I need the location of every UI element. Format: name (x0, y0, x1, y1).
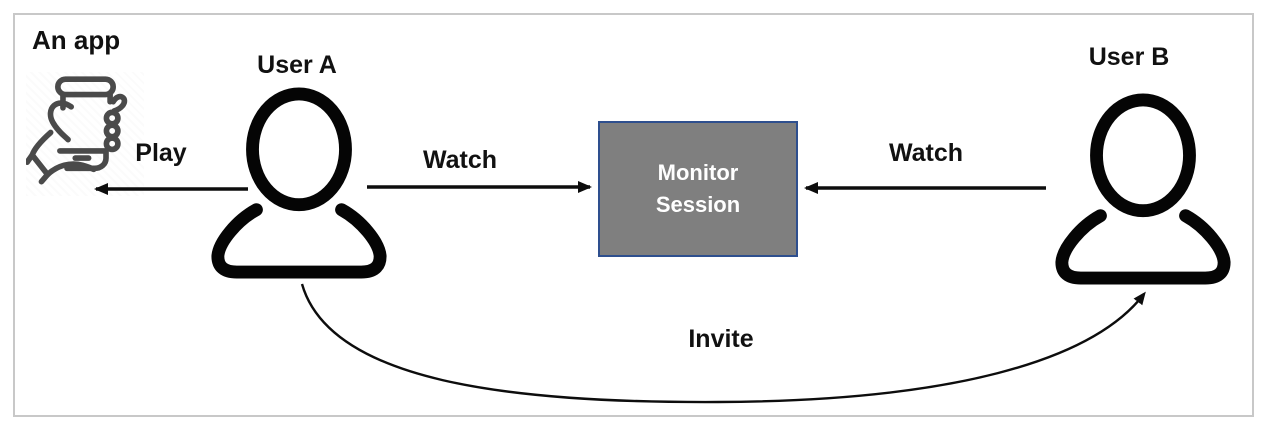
watch-left-edge-label: Watch (422, 146, 498, 174)
user-b-label: User B (1088, 43, 1170, 71)
watch-right-edge-label: Watch (888, 139, 964, 167)
monitor-session-label-line2: Session (655, 192, 741, 217)
user-a-icon (211, 87, 387, 279)
monitor-session-box: Monitor Session (598, 121, 798, 257)
monitor-session-label-line1: Monitor (657, 160, 739, 186)
hand-holding-phone-icon (26, 72, 144, 196)
user-b-icon (1055, 93, 1231, 285)
app-node-label: An app (32, 25, 121, 55)
invite-edge-label: Invite (688, 325, 754, 353)
user-a-label: User A (257, 51, 337, 79)
play-edge-label: Play (135, 139, 187, 167)
